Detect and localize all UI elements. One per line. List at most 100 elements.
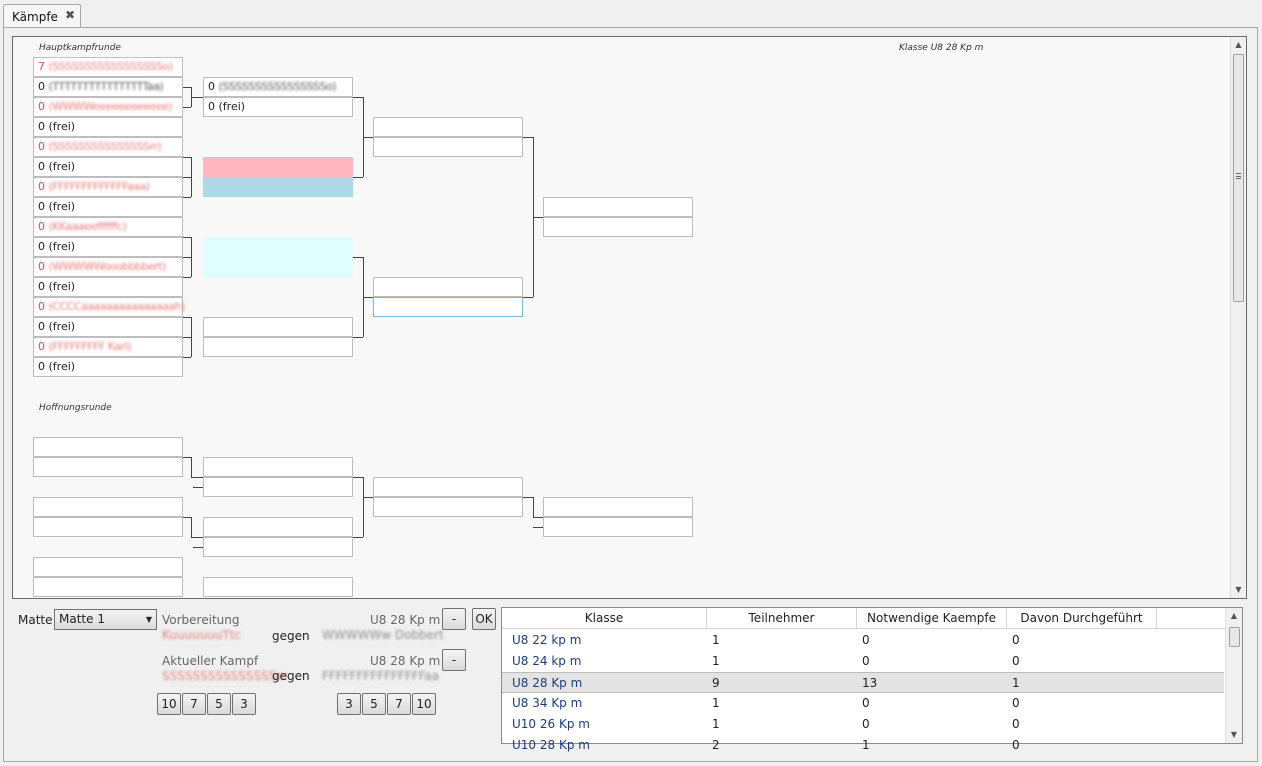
scroll-down-icon[interactable]: ▼ <box>1230 730 1238 739</box>
slot-name: (frei) <box>48 360 76 373</box>
table-cell: 13 <box>862 676 878 690</box>
bracket-slot[interactable]: 0 (WWWWWooobbbbert) <box>33 257 183 277</box>
bracket-slot[interactable]: 0 (frei) <box>33 357 183 377</box>
score-button-left-10[interactable]: 10 <box>157 693 181 715</box>
tab-kaempfe[interactable]: Kämpfe ✖ <box>3 4 81 28</box>
repechage-slot[interactable] <box>203 537 353 557</box>
repechage-slot[interactable] <box>203 477 353 497</box>
scroll-up-icon[interactable]: ▲ <box>1235 40 1242 49</box>
bracket-slot[interactable]: 0 (frei) <box>33 117 183 137</box>
current-minus-button[interactable]: - <box>442 649 466 671</box>
repechage-slot[interactable] <box>203 517 353 537</box>
score-button-right-10[interactable]: 10 <box>412 693 436 715</box>
bracket-slot[interactable] <box>373 297 523 317</box>
bracket-slot[interactable]: 0 (TTTTTTTTTTTTTTTTaa) <box>33 77 183 97</box>
current-class: U8 28 Kp m <box>370 654 441 668</box>
slot-name: (frei) <box>48 240 76 253</box>
repechage-slot[interactable] <box>203 457 353 477</box>
close-icon[interactable]: ✖ <box>65 8 76 22</box>
table-cell: 0 <box>862 633 870 647</box>
repechage-slot[interactable] <box>33 557 183 577</box>
repechage-slot[interactable] <box>33 457 183 477</box>
slot-score: 0 <box>38 160 45 173</box>
score-button-right-7[interactable]: 7 <box>387 693 411 715</box>
repechage-slot[interactable] <box>373 477 523 497</box>
bracket-slot-final[interactable] <box>543 197 693 217</box>
bracket-connector <box>353 257 363 258</box>
score-button-left-3[interactable]: 3 <box>232 693 256 715</box>
bracket-slot-cyan[interactable] <box>203 257 353 277</box>
score-button-left-5[interactable]: 5 <box>207 693 231 715</box>
bracket-slot-final[interactable] <box>543 217 693 237</box>
column-header-klasse[interactable]: Klasse <box>502 608 707 629</box>
scroll-up-icon[interactable]: ▲ <box>1230 611 1238 620</box>
bracket-slot[interactable]: 0 (SSSSSSSSSSSSSSSSo) <box>203 77 353 97</box>
bracket-slot[interactable]: 0 (frei) <box>33 197 183 217</box>
slot-name: (frei) <box>48 320 76 333</box>
scroll-down-icon[interactable]: ▼ <box>1235 585 1242 594</box>
column-header-davon-durchgefuehrt[interactable]: Davon Durchgeführt <box>1007 608 1157 629</box>
table-scrollbar[interactable]: ▲ ▼ <box>1225 608 1242 743</box>
bracket-slot[interactable]: 0 (frei) <box>33 237 183 257</box>
repechage-slot[interactable] <box>203 577 353 597</box>
bracket-slot-blue[interactable] <box>203 177 353 197</box>
bracket-slot-cyan[interactable] <box>203 237 353 257</box>
table-cell: 1 <box>712 654 720 668</box>
bracket-slot[interactable]: 0 (FFFFFFFFFFFFFaaa) <box>33 177 183 197</box>
tab-label: Kämpfe <box>12 10 58 24</box>
bracket-connector <box>523 297 533 298</box>
bracket-connector <box>533 517 543 518</box>
bracket-slot[interactable]: 0 (KKaaaeeffffffc) <box>33 217 183 237</box>
repechage-slot[interactable] <box>543 517 693 537</box>
bracket-slot[interactable] <box>373 137 523 157</box>
score-button-right-5[interactable]: 5 <box>362 693 386 715</box>
table-cell: 0 <box>1012 696 1020 710</box>
slot-score: 0 <box>38 280 45 293</box>
bracket-slot[interactable] <box>203 337 353 357</box>
score-button-left-7[interactable]: 7 <box>182 693 206 715</box>
table-cell: 1 <box>862 738 870 752</box>
bracket-slot[interactable]: 0 (FFFFFFFFF Karl) <box>33 337 183 357</box>
bracket-slot[interactable]: 0 (frei) <box>33 157 183 177</box>
table-cell: 1 <box>712 717 720 731</box>
bracket-slot[interactable]: 0 (frei) <box>203 97 353 117</box>
bracket-slot[interactable]: 0 (WWWWeeeeeeeeeeee) <box>33 97 183 117</box>
repechage-slot[interactable] <box>33 577 183 597</box>
repechage-slot[interactable] <box>33 517 183 537</box>
bracket-slot-pink[interactable] <box>203 157 353 177</box>
bracket-scrollbar[interactable]: ▲ ▼ <box>1230 37 1246 598</box>
slot-score: 0 <box>38 80 45 93</box>
prep-class: U8 28 Kp m <box>370 613 441 627</box>
slot-name: (frei) <box>218 100 246 113</box>
bracket-slot[interactable]: 0 (SSSSSSSSSSSSSSSrr) <box>33 137 183 157</box>
bracket-slot[interactable]: 0 (frei) <box>33 317 183 337</box>
repechage-slot[interactable] <box>373 497 523 517</box>
bracket-slot[interactable]: 7 (SSSSSSSSSSSSSSSSSo) <box>33 57 183 77</box>
prep-minus-button[interactable]: - <box>442 608 466 630</box>
column-header-teilnehmer[interactable]: Teilnehmer <box>707 608 857 629</box>
bracket-slot[interactable]: 0 (frei) <box>33 277 183 297</box>
bracket-slot[interactable] <box>203 317 353 337</box>
bracket-connector <box>191 517 192 537</box>
scroll-thumb[interactable] <box>1229 627 1240 647</box>
matte-select[interactable]: Matte 1 ▼ <box>54 609 157 630</box>
column-header-notwendige-kaempfe[interactable]: Notwendige Kaempfe <box>857 608 1007 629</box>
scroll-thumb[interactable] <box>1233 54 1244 302</box>
bracket-slot[interactable]: 0 (CCCCaaaaaaaaaaaaaaah) <box>33 297 185 317</box>
ok-button[interactable]: OK <box>472 608 496 630</box>
bracket-slot[interactable] <box>373 277 523 297</box>
prep-fighter-2: WWWWWw Dobbert <box>322 628 444 642</box>
bracket-slot[interactable] <box>373 117 523 137</box>
bracket-connector <box>353 537 363 538</box>
score-button-right-3[interactable]: 3 <box>337 693 361 715</box>
repechage-slot[interactable] <box>543 497 693 517</box>
table-cell: U8 24 kp m <box>512 654 582 668</box>
repechage-slot[interactable] <box>33 497 183 517</box>
repechage-slot[interactable] <box>33 437 183 457</box>
